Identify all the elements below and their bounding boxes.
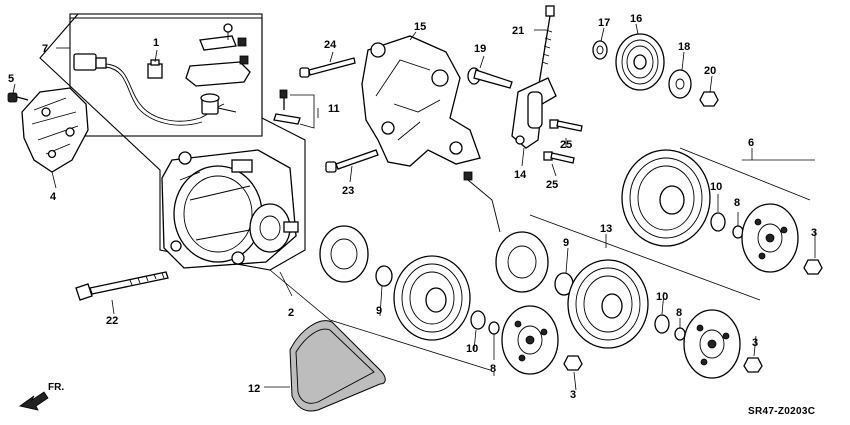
compressor-body (161, 149, 299, 269)
callout-6: 6 (748, 137, 754, 149)
callout-16: 16 (630, 13, 642, 25)
callout-14: 14 (514, 169, 527, 181)
bolt-24 (299, 57, 356, 78)
callout-17: 17 (598, 17, 610, 29)
front-arrow-label: FR. (48, 382, 64, 393)
shim-8-mid (674, 327, 686, 341)
callout-20: 20 (704, 65, 716, 77)
nut-17 (592, 40, 608, 60)
bracket-14 (511, 77, 557, 149)
belt-12 (289, 320, 386, 412)
callout-23: 23 (342, 185, 354, 197)
callout-13: 13 (600, 223, 612, 235)
armature-plate-top (741, 203, 799, 273)
nut-3-low (563, 355, 583, 371)
adjusting-bolt-21 (537, 5, 555, 91)
field-coil-2 (319, 225, 369, 283)
bolt-23 (325, 149, 379, 173)
callout-4: 4 (50, 191, 57, 203)
callout-21: 21 (512, 25, 524, 37)
callout-8-top: 8 (734, 197, 740, 209)
callout-24: 24 (324, 39, 337, 51)
callout-1: 1 (153, 37, 159, 49)
pulley-6 (621, 149, 711, 247)
bolt-25-lower (543, 151, 575, 164)
idler-pulley-16 (615, 33, 665, 91)
callout-5: 5 (8, 73, 14, 85)
callout-2: 2 (288, 307, 294, 319)
snap-ring-9-low (375, 265, 393, 287)
callout-11: 11 (328, 103, 340, 115)
pulley-2 (393, 255, 471, 341)
callout-8-low: 8 (490, 363, 496, 375)
callout-18: 18 (678, 41, 690, 53)
diagram-code: SR47-Z0203C (748, 406, 815, 417)
pulley-13 (567, 259, 649, 349)
field-coil-13 (463, 171, 549, 293)
callout-12: 12 (248, 383, 260, 395)
washer-18 (668, 69, 692, 99)
front-arrow-icon: FR. (19, 382, 64, 411)
callout-25-upper: 25 (560, 139, 572, 151)
clutch-set-2-outline (269, 269, 491, 371)
callout-19: 19 (474, 43, 486, 55)
callout-10-low: 10 (466, 343, 478, 355)
callout-22: 22 (106, 315, 118, 327)
leader-lines (12, 23, 816, 391)
callout-7: 7 (42, 43, 48, 55)
nut-20 (699, 91, 719, 107)
nut-3-top (803, 259, 823, 275)
callout-9-low: 9 (376, 305, 382, 317)
callout-10-top: 10 (710, 181, 722, 193)
snap-ring-10-mid (654, 314, 670, 334)
callout-25-lower: 25 (546, 179, 558, 191)
bracket-4 (21, 87, 89, 173)
nut-3-mid (743, 357, 763, 373)
callout-9-mid: 9 (563, 237, 569, 249)
clutch-set-13-outline (529, 214, 761, 301)
bolt-19 (467, 67, 513, 89)
armature-plate-mid (683, 309, 741, 379)
armature-plate-low (501, 305, 559, 375)
snap-ring-10-top (710, 212, 726, 232)
bolt-22 (75, 271, 169, 301)
callout-8-mid: 8 (676, 307, 682, 319)
bracket-15 (361, 35, 481, 167)
sensor-harness-group-outline (69, 13, 263, 137)
callout-3-top: 3 (811, 227, 817, 239)
switch-1 (147, 59, 163, 79)
callout-10-mid: 10 (656, 291, 668, 303)
snap-ring-10-low (470, 310, 486, 330)
clutch-set-6-outline (679, 147, 811, 201)
connector-11 (273, 89, 315, 129)
wire-harness-7 (73, 53, 237, 126)
callout-3-low: 3 (570, 389, 576, 401)
callout-15: 15 (414, 21, 426, 33)
callout-labels: 1 7 5 4 11 24 15 19 21 17 16 18 20 23 14… (8, 13, 817, 401)
bolt-25-upper (549, 119, 583, 132)
bolt-5 (7, 92, 29, 103)
shim-8-low (488, 321, 500, 335)
sensor-bracket (185, 23, 251, 87)
callout-3-mid: 3 (752, 337, 758, 349)
